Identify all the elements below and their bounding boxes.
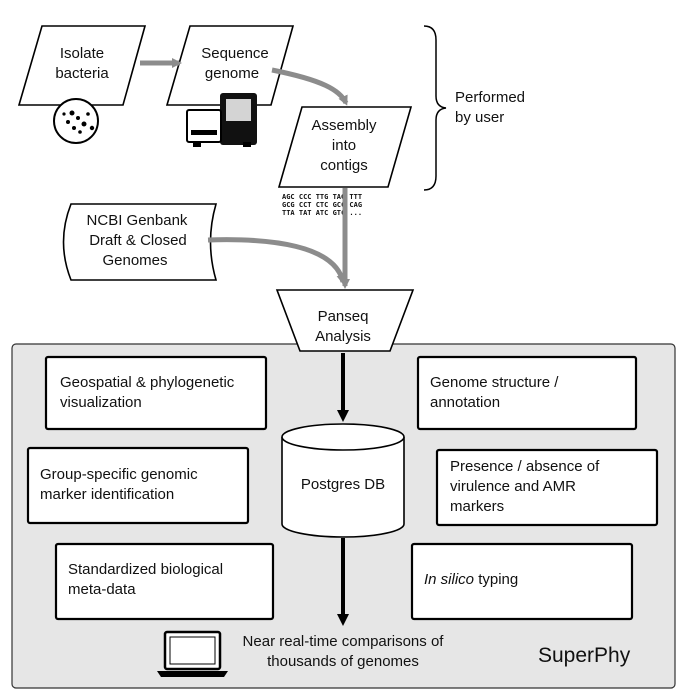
- feature-virulence-amr: Presence / absence of virulence and AMR …: [435, 448, 659, 527]
- feature-insilico-typing: In silico typing: [410, 542, 634, 621]
- feature-geospatial-line-1: Geospatial & phylogenetic: [60, 374, 235, 391]
- feature-group-markers: Group-specific genomic marker identifica…: [26, 446, 250, 525]
- petri-dish-icon: [53, 98, 99, 144]
- isolate-line-1: Isolate: [60, 45, 104, 62]
- panseq-line-1: Panseq: [318, 308, 369, 325]
- assembly-line-3: contigs: [320, 157, 368, 174]
- sequence-line-1: Sequence: [201, 45, 269, 62]
- isolate-bacteria-step: Isolate bacteria: [17, 25, 147, 106]
- sequence-text-block: AGC CCC TTG TAG TTT GCG CCT CTC GCC CAG …: [282, 193, 362, 217]
- ncbi-line-2: Draft & Closed: [89, 232, 187, 249]
- feature-virulence-line-2: virulence and AMR: [450, 478, 576, 495]
- feature-genome-structure-line-2: annotation: [430, 394, 500, 411]
- superphy-brand: SuperPhy: [538, 644, 631, 667]
- isolate-line-2: bacteria: [55, 65, 109, 82]
- sequence-row-1: AGC CCC TTG TAG TTT: [282, 193, 362, 201]
- feature-virulence-line-1: Presence / absence of: [450, 458, 600, 475]
- postgres-db: Postgres DB: [281, 423, 405, 538]
- output-line-2: thousands of genomes: [267, 653, 419, 670]
- assembly-step: Assembly into contigs: [277, 106, 413, 188]
- sequence-row-2: GCG CCT CTC GCC CAG: [282, 201, 362, 209]
- laptop-icon: [157, 630, 228, 677]
- arrow-sequence-to-assembly: [271, 67, 349, 106]
- feature-group-markers-line-2: marker identification: [40, 486, 174, 503]
- assembly-line-2: into: [332, 137, 356, 154]
- feature-geospatial: Geospatial & phylogenetic visualization: [44, 355, 268, 431]
- sequencer-icon: [186, 93, 257, 147]
- sequence-line-2: genome: [205, 65, 259, 82]
- ncbi-line-3: Genomes: [102, 252, 167, 269]
- output-line-1: Near real-time comparisons of: [243, 633, 445, 650]
- user-steps-brace: [423, 25, 447, 191]
- sequence-row-3: TTA TAT ATC GTC ...: [282, 209, 362, 217]
- arrow-ncbi-to-panseq: [207, 237, 347, 285]
- feature-genome-structure: Genome structure / annotation: [416, 355, 638, 431]
- feature-group-markers-line-1: Group-specific genomic: [40, 466, 198, 483]
- db-label: Postgres DB: [301, 476, 385, 493]
- feature-geospatial-line-2: visualization: [60, 394, 142, 411]
- feature-insilico-label: In silico typing: [424, 571, 518, 588]
- feature-virulence-line-3: markers: [450, 498, 504, 515]
- feature-metadata: Standardized biological meta-data: [54, 542, 275, 621]
- insilico-rest: typing: [474, 571, 518, 588]
- performed-line-1: Performed: [455, 89, 525, 106]
- feature-genome-structure-line-1: Genome structure /: [430, 374, 559, 391]
- panseq-analysis-step: Panseq Analysis: [275, 289, 415, 352]
- ncbi-line-1: NCBI Genbank: [87, 212, 188, 229]
- sequence-genome-step: Sequence genome: [165, 25, 295, 106]
- feature-metadata-line-2: meta-data: [68, 581, 136, 598]
- assembly-line-1: Assembly: [311, 117, 377, 134]
- performed-line-2: by user: [455, 109, 504, 126]
- feature-metadata-line-1: Standardized biological: [68, 561, 223, 578]
- panseq-line-2: Analysis: [315, 328, 371, 345]
- insilico-italic: In silico: [424, 571, 474, 588]
- ncbi-genbank-source: NCBI Genbank Draft & Closed Genomes: [62, 203, 218, 281]
